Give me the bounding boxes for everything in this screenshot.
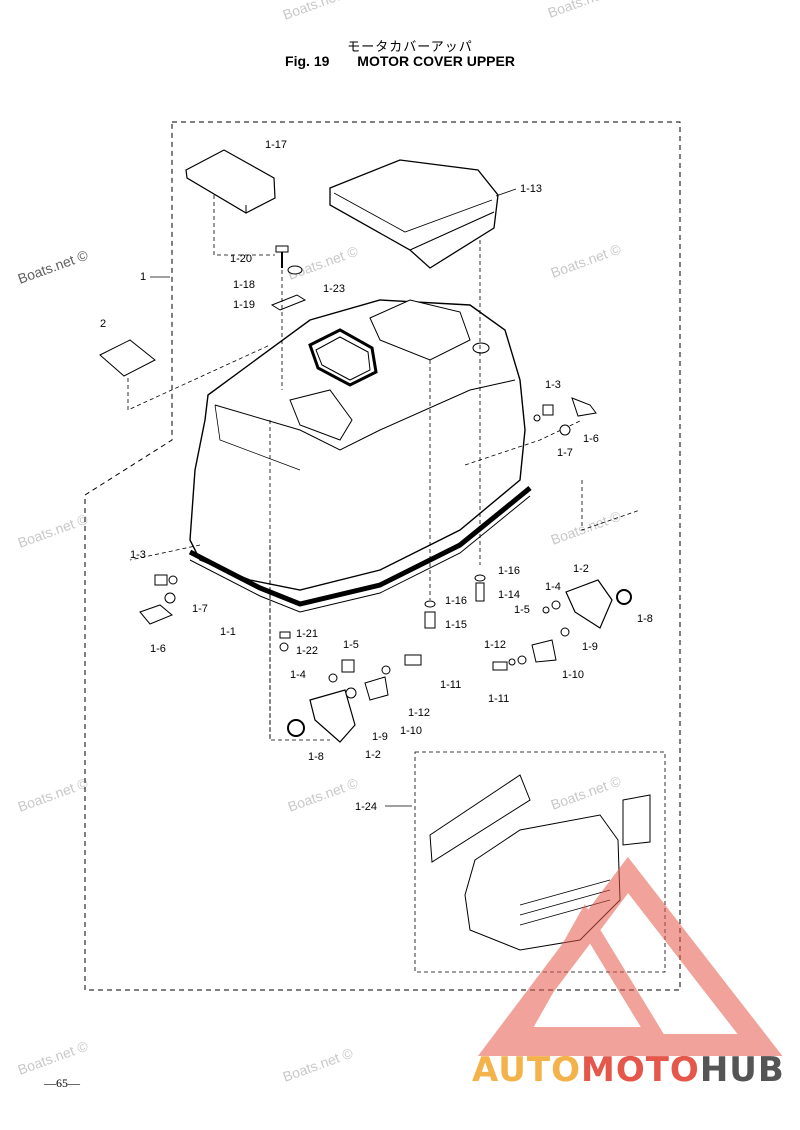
label-1-9-right: 1-9 (582, 641, 598, 653)
center-hardware (424, 574, 486, 629)
watermark: Boats.net © (286, 774, 361, 814)
page-number: —65— (44, 1076, 80, 1090)
label-1-19: 1-19 (233, 299, 255, 311)
label-1-6-right: 1-6 (583, 433, 599, 445)
part-1-17-small-lid (185, 149, 276, 256)
part-1-7-grommet-left (164, 592, 176, 604)
label-1-7-right: 1-7 (557, 447, 573, 459)
watermark: Boats.net © (549, 240, 624, 280)
label-1-18: 1-18 (233, 279, 255, 291)
part-1-1-motor-cover (188, 299, 532, 613)
part-1-23-seal (289, 299, 490, 441)
label-1-6-left: 1-6 (150, 643, 166, 655)
watermark: Boats.net © (281, 0, 356, 23)
figure-title: Fig. 19 MOTOR COVER UPPER (0, 53, 800, 69)
label-1-4-left: 1-4 (290, 669, 306, 681)
label-1-17: 1-17 (265, 139, 287, 151)
part-1-13-top-cover (329, 159, 499, 269)
right-upper-hardware (533, 397, 597, 436)
figure-number: Fig. 19 (285, 53, 330, 69)
automotohub-logo-mark (477, 856, 783, 1056)
label-1-3-left: 1-3 (130, 549, 146, 561)
label-1-16-right: 1-16 (498, 565, 520, 577)
figure-name: MOTOR COVER UPPER (357, 53, 515, 69)
label-1-4-right: 1-4 (545, 581, 561, 593)
watermark: Boats.net © (16, 246, 91, 286)
watermark: Boats.net © (281, 1044, 356, 1084)
label-1-24: 1-24 (355, 801, 377, 813)
label-1-14: 1-14 (498, 589, 520, 601)
label-1: 1 (140, 271, 146, 283)
part-2-decal (99, 339, 271, 411)
label-1-2-right: 1-2 (573, 563, 589, 575)
automotohub-logo-text: AUTOMOTOHUB (472, 1050, 785, 1090)
label-1-12-right: 1-12 (484, 639, 506, 651)
label-1-1: 1-1 (220, 626, 236, 638)
label-1-7-left: 1-7 (192, 603, 208, 615)
right-mount-bracket (492, 579, 632, 671)
label-1-9-left: 1-9 (372, 731, 388, 743)
label-1-10-left: 1-10 (400, 725, 422, 737)
label-1-5-right: 1-5 (514, 604, 530, 616)
label-1-23: 1-23 (323, 283, 345, 295)
watermark: Boats.net © (549, 772, 624, 812)
label-2: 2 (100, 318, 106, 330)
label-1-11-left: 1-11 (440, 679, 461, 691)
part-1-19-plate (270, 294, 307, 311)
title-japanese: モータカバーアッパ (347, 40, 473, 55)
watermark: Boats.net © (549, 507, 624, 547)
assembly-boundary (84, 121, 681, 991)
watermark: Boats.net © (546, 0, 621, 21)
label-1-15: 1-15 (445, 619, 467, 631)
label-1-11-right: 1-11 (488, 693, 509, 705)
leader-lines (129, 240, 641, 741)
label-1-21: 1-21 (296, 628, 318, 640)
watermark: Boats.net © (16, 1037, 91, 1077)
label-1-20: 1-20 (230, 253, 252, 265)
logo-part-moto: MOTO (580, 1050, 700, 1090)
label-1-3-right: 1-3 (545, 379, 561, 391)
part-1-20-screw (275, 245, 289, 268)
label-1-5-left: 1-5 (343, 639, 359, 651)
logo-part-auto: AUTO (472, 1050, 581, 1090)
label-1-2-left: 1-2 (365, 749, 381, 761)
label-1-13: 1-13 (520, 183, 542, 195)
watermark: Boats.net © (286, 242, 361, 282)
label-1-8-left: 1-8 (308, 751, 324, 763)
part-1-3-bolt-left (154, 574, 168, 586)
part-1-18-clip (287, 265, 303, 275)
label-1-12-left: 1-12 (408, 707, 430, 719)
lower-left-bracket (279, 631, 422, 743)
label-1-8-right: 1-8 (637, 613, 653, 625)
label-1-10-right: 1-10 (562, 669, 584, 681)
left-hardware-group (139, 574, 178, 625)
part-labels: 1 2 1-17 1-13 1-20 1-18 1-19 1-23 1-3 1-… (100, 139, 653, 813)
part-1-6-bushing-left (139, 604, 173, 625)
watermark: Boats.net © (16, 774, 91, 814)
label-1-22: 1-22 (296, 645, 318, 657)
label-1-16-center: 1-16 (445, 595, 467, 607)
watermark: Boats.net © (16, 510, 91, 550)
logo-part-hub: HUB (699, 1050, 785, 1090)
